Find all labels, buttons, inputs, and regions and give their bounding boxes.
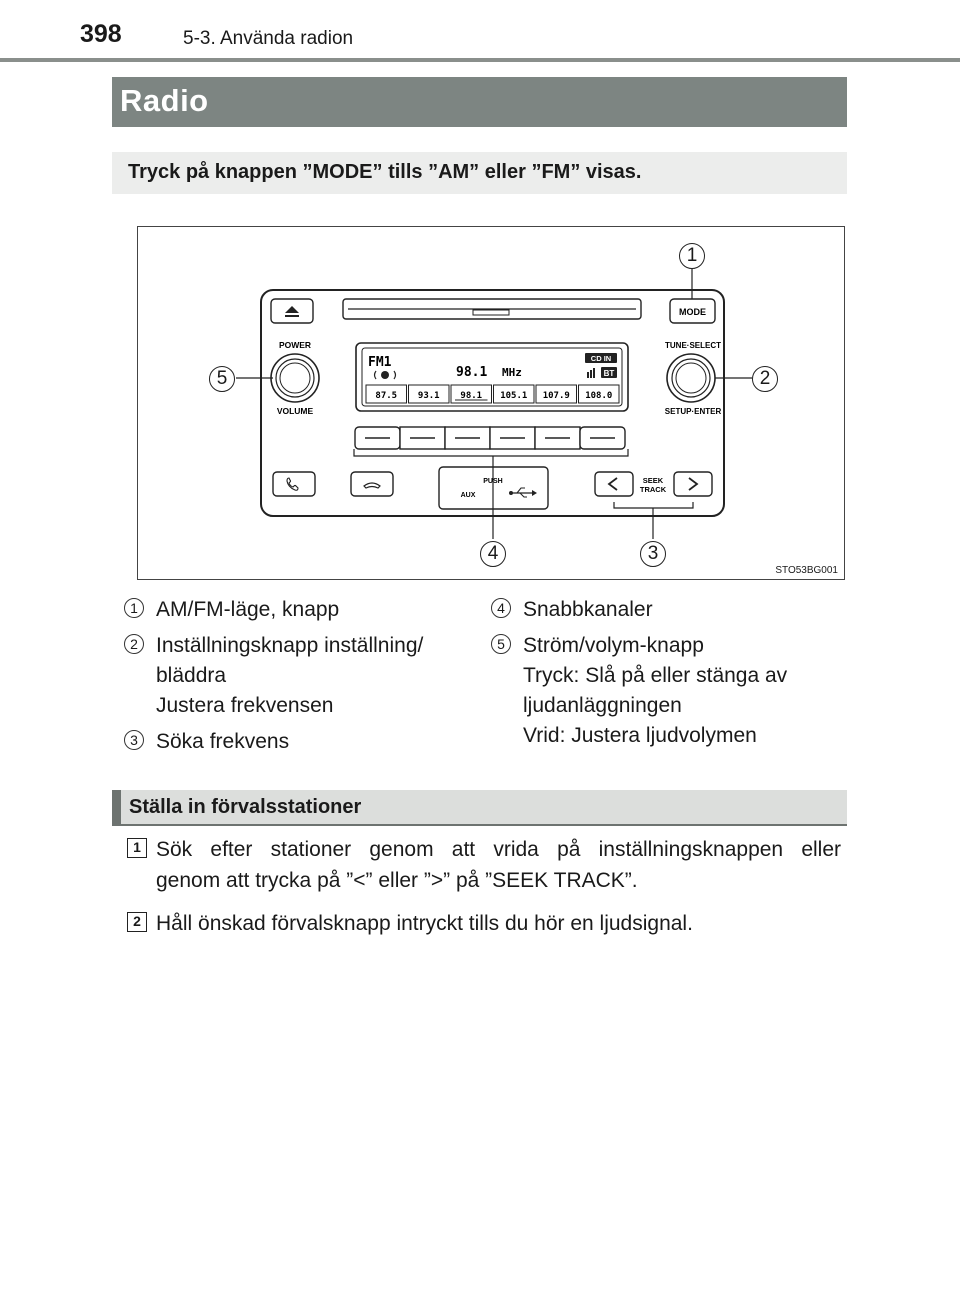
step-1-line-2: genom att trycka på ”<” eller ”>” på ”SE… xyxy=(156,869,638,892)
unit-text: MHz xyxy=(502,366,522,379)
rds-icon xyxy=(373,370,397,380)
display-preset-frequency: 98.1 xyxy=(460,391,482,401)
display-preset-cell xyxy=(365,384,407,404)
step-2-line-1: Håll önskad förvalsknapp intryckt tills … xyxy=(156,912,693,935)
frequency-text: 98.1 xyxy=(456,365,487,380)
legend-item-2-line: bläddra xyxy=(156,664,227,687)
phone-icon xyxy=(286,477,299,491)
display-preset-frequency: 93.1 xyxy=(418,391,440,401)
title-bar: Radio xyxy=(112,77,847,127)
display-preset-frequency: 108.0 xyxy=(585,391,612,401)
legend-item-4-line: Snabbkanaler xyxy=(523,598,653,621)
seek-back-button[interactable] xyxy=(594,471,634,497)
step-badge-1: 1 xyxy=(127,838,147,858)
phone-button[interactable] xyxy=(272,471,316,497)
callout-5: 5 xyxy=(209,366,235,392)
chevron-right-icon xyxy=(688,477,699,491)
display-preset-cell xyxy=(493,384,535,404)
power-label: POWER xyxy=(279,340,311,350)
legend-item-2: Inställningsknapp inställning/ bläddra J… xyxy=(156,631,423,721)
legend-badge-5: 5 xyxy=(491,634,511,654)
display-preset-row: 87.5 93.1 98.1 105.1 107.9 108.0 xyxy=(365,384,620,404)
setup-enter-label: SETUP·ENTER xyxy=(665,407,722,416)
legend-badge-4: 4 xyxy=(491,598,511,618)
instruction-text: Tryck på knappen ”MODE” tills ”AM” eller… xyxy=(128,161,642,183)
display-preset-cell xyxy=(450,384,492,404)
legend-badge-2: 2 xyxy=(124,634,144,654)
seek-forward-button[interactable] xyxy=(673,471,713,497)
page-number: 398 xyxy=(80,20,122,48)
radio-figure: MODE POWER VOLUME TUNE·SELECT SETUP·ENTE… xyxy=(137,226,845,580)
cd-in-text: CD IN xyxy=(591,354,611,363)
display-preset-cell xyxy=(535,384,577,404)
subsection-accent xyxy=(112,790,121,824)
legend-badge-3: 3 xyxy=(124,730,144,750)
subsection-header: Ställa in förvalsstationer xyxy=(112,790,847,826)
legend-item-2-line: Justera frekvensen xyxy=(156,694,334,717)
step-1-line-1: Sök efter stationer genom att vrida på i… xyxy=(156,838,841,861)
usb-icon xyxy=(509,487,537,498)
seek-label: SEEK xyxy=(643,476,664,485)
volume-label: VOLUME xyxy=(277,406,314,416)
hang-up-button[interactable] xyxy=(350,471,394,497)
legend-item-3-line: Söka frekvens xyxy=(156,730,290,753)
display-preset-frequency: 87.5 xyxy=(375,391,397,401)
step-badge-2: 2 xyxy=(127,912,147,932)
legend-item-5: Ström/volym-knapp Tryck: Slå på eller st… xyxy=(523,631,787,751)
legend-badge-1: 1 xyxy=(124,598,144,618)
section-title: 5-3. Använda radion xyxy=(183,28,354,49)
hang-up-icon xyxy=(363,482,381,489)
display-preset-cell xyxy=(408,384,450,404)
tune-select-label: TUNE·SELECT xyxy=(665,341,721,350)
subsection-title: Ställa in förvalsstationer xyxy=(129,796,362,818)
display-preset-frequency: 105.1 xyxy=(500,391,527,401)
legend-item-1: AM/FM-läge, knapp xyxy=(156,595,339,625)
callout-4: 4 xyxy=(480,541,506,567)
figure-code: STO53BG001 xyxy=(775,565,838,576)
legend-item-1-line: AM/FM-läge, knapp xyxy=(156,598,340,621)
bt-text: BT xyxy=(604,369,615,378)
radio-panel-drawing: MODE POWER VOLUME TUNE·SELECT SETUP·ENTE… xyxy=(236,269,752,539)
signal-icon xyxy=(587,368,595,378)
bt-indicator xyxy=(601,367,617,378)
legend-item-2-line: Inställningsknapp inställning/ xyxy=(156,634,424,657)
legend-item-5-line: Ström/volym-knapp xyxy=(523,634,704,657)
aux-label: AUX xyxy=(461,492,476,499)
cd-in-indicator xyxy=(585,353,617,363)
instruction-box: Tryck på knappen ”MODE” tills ”AM” eller… xyxy=(112,152,847,194)
display-preset-frequency: 107.9 xyxy=(543,391,570,401)
legend-item-5-line: ljudanläggningen xyxy=(523,694,682,717)
legend-item-5-line: Vrid: Justera ljudvolymen xyxy=(523,724,757,747)
chevron-left-icon xyxy=(607,477,618,491)
callout-2: 2 xyxy=(752,366,778,392)
track-label: TRACK xyxy=(640,485,667,494)
legend-item-5-line: Tryck: Slå på eller stänga av xyxy=(523,664,788,687)
callout-3: 3 xyxy=(640,541,666,567)
legend-item-4: Snabbkanaler xyxy=(523,595,653,625)
page-title: Radio xyxy=(120,83,209,118)
display-preset-cell xyxy=(578,384,620,404)
header-rule xyxy=(0,58,960,62)
band-text: FM1 xyxy=(368,355,392,370)
mode-label: MODE xyxy=(679,307,706,317)
eject-icon xyxy=(285,306,299,317)
preset-buttons xyxy=(354,426,626,450)
legend-item-3: Söka frekvens xyxy=(156,727,289,757)
callout-1: 1 xyxy=(679,243,705,269)
